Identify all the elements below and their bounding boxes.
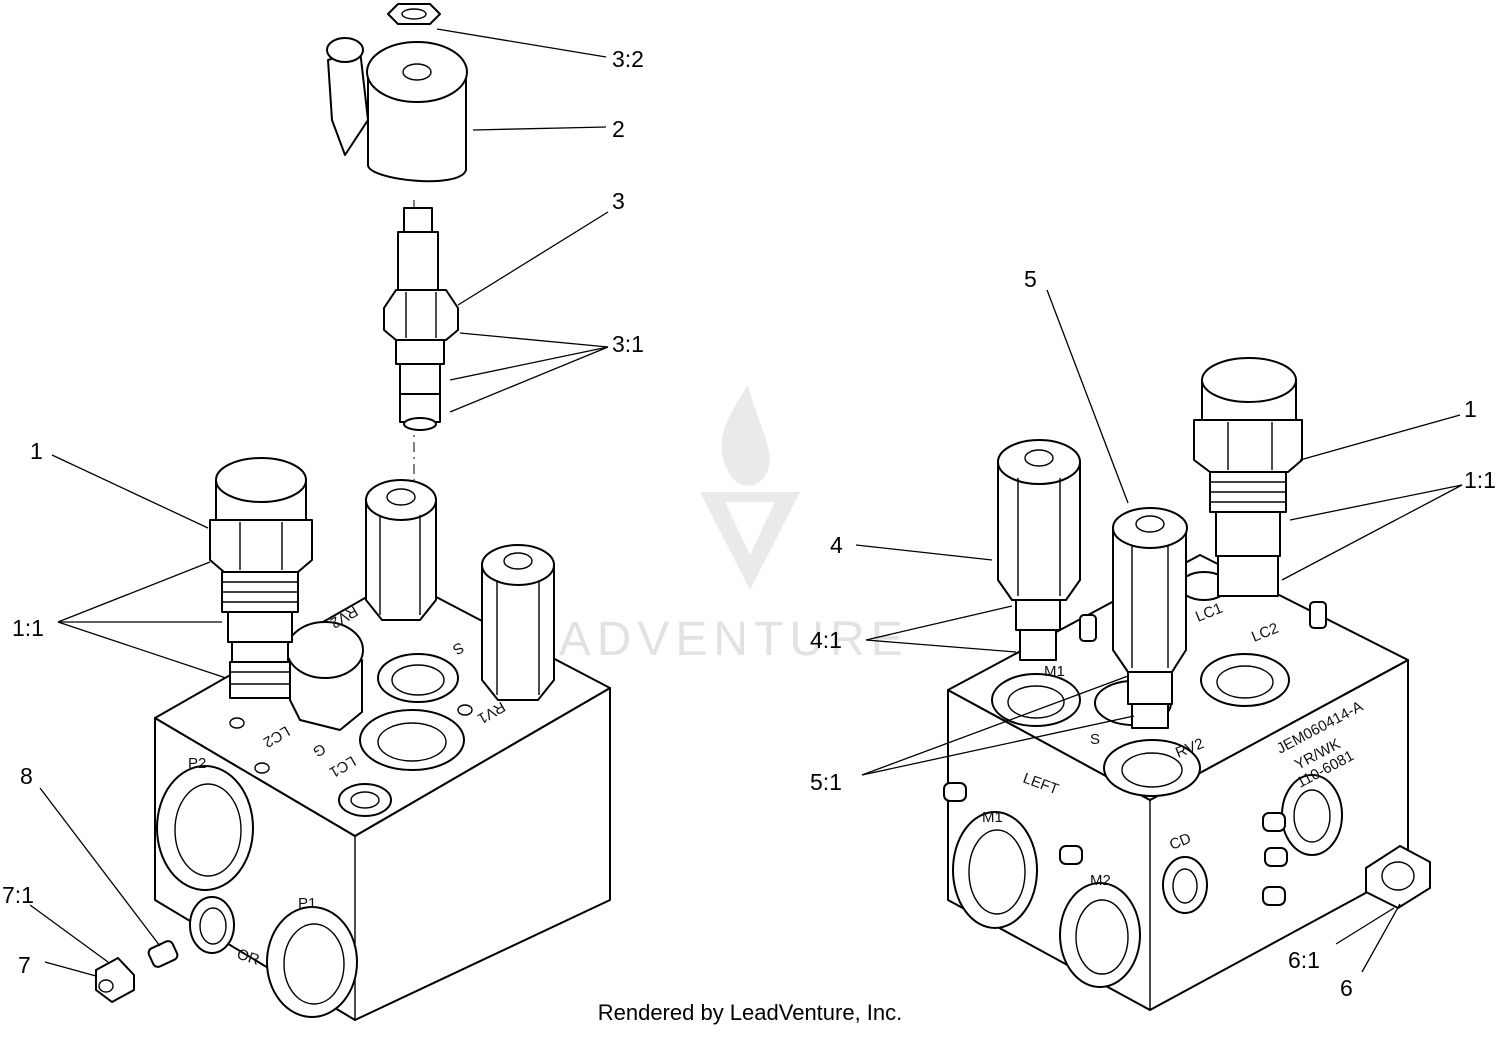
- cartridge-valve-4: [997, 439, 1081, 661]
- leader-lines: [29, 28, 1463, 977]
- callout-3-2: 3:2: [612, 46, 644, 72]
- callout-1-left: 1: [30, 438, 43, 464]
- render-credit-footer: Rendered by LeadVenture, Inc.: [597, 1000, 903, 1025]
- port-label-m2: M2: [1090, 872, 1111, 889]
- left-manifold-assembly: P2 P1 OR RV2 S RV1 LC2 LC1 G: [95, 3, 611, 1021]
- callout-8: 8: [20, 763, 33, 789]
- callout-1-1-right: 1:1: [1464, 467, 1496, 493]
- callout-6: 6: [1340, 975, 1353, 1001]
- solenoid-coil-2: [326, 37, 468, 183]
- leadventure-watermark-logo: LEADVENTURE: [488, 385, 909, 666]
- relief-valve-1-right: [1193, 357, 1303, 597]
- callout-1-right: 1: [1464, 396, 1477, 422]
- port-label-s-right: S: [1090, 731, 1100, 748]
- cartridge-valve-3: [383, 207, 459, 431]
- callout-5-1: 5:1: [810, 769, 842, 795]
- port-label-p1: P1: [298, 895, 316, 912]
- relief-valve-1-left: [209, 457, 313, 699]
- solenoid-nut-3-2: [387, 3, 441, 25]
- port-m2-hole: [1059, 882, 1141, 988]
- plug-6: [1365, 845, 1431, 909]
- cartridge-valve-5: [1112, 507, 1188, 729]
- cartridge-valve-rv2: [365, 479, 437, 621]
- callout-3: 3: [612, 188, 625, 214]
- callout-4: 4: [830, 532, 843, 558]
- port-cd-hole: [1162, 856, 1208, 914]
- callout-labels: 3:2 2 3 3:1 1 1:1 8 7:1 7 5 1 1:1 4 4:1 …: [2, 46, 1496, 1001]
- callout-4-1: 4:1: [810, 627, 842, 653]
- cartridge-valve-rv1: [481, 544, 555, 701]
- port-label-cd: CD: [1167, 830, 1194, 854]
- plug-cap: [286, 621, 364, 731]
- callout-1-1-left: 1:1: [12, 615, 44, 641]
- port-p2-hole: [156, 765, 254, 891]
- callout-6-1: 6:1: [1288, 947, 1320, 973]
- callout-7-1: 7:1: [2, 882, 34, 908]
- port-label-or: OR: [235, 946, 262, 969]
- plug-7: [95, 957, 135, 1003]
- port-or-hole: [189, 896, 235, 954]
- right-manifold-assembly: LC1 LC2 M1 S RV2 LEFT M1 M2 CD JEM060414…: [943, 357, 1431, 1011]
- set-screw-8: [147, 940, 179, 968]
- callout-5: 5: [1024, 266, 1037, 292]
- callout-3-1: 3:1: [612, 331, 644, 357]
- watermark-text: LEADVENTURE: [488, 613, 909, 666]
- port-label-p2: P2: [188, 755, 206, 772]
- callout-7: 7: [18, 952, 31, 978]
- port-label-m1-top: M1: [1044, 663, 1065, 680]
- port-label-m1: M1: [982, 809, 1003, 826]
- callout-2: 2: [612, 116, 625, 142]
